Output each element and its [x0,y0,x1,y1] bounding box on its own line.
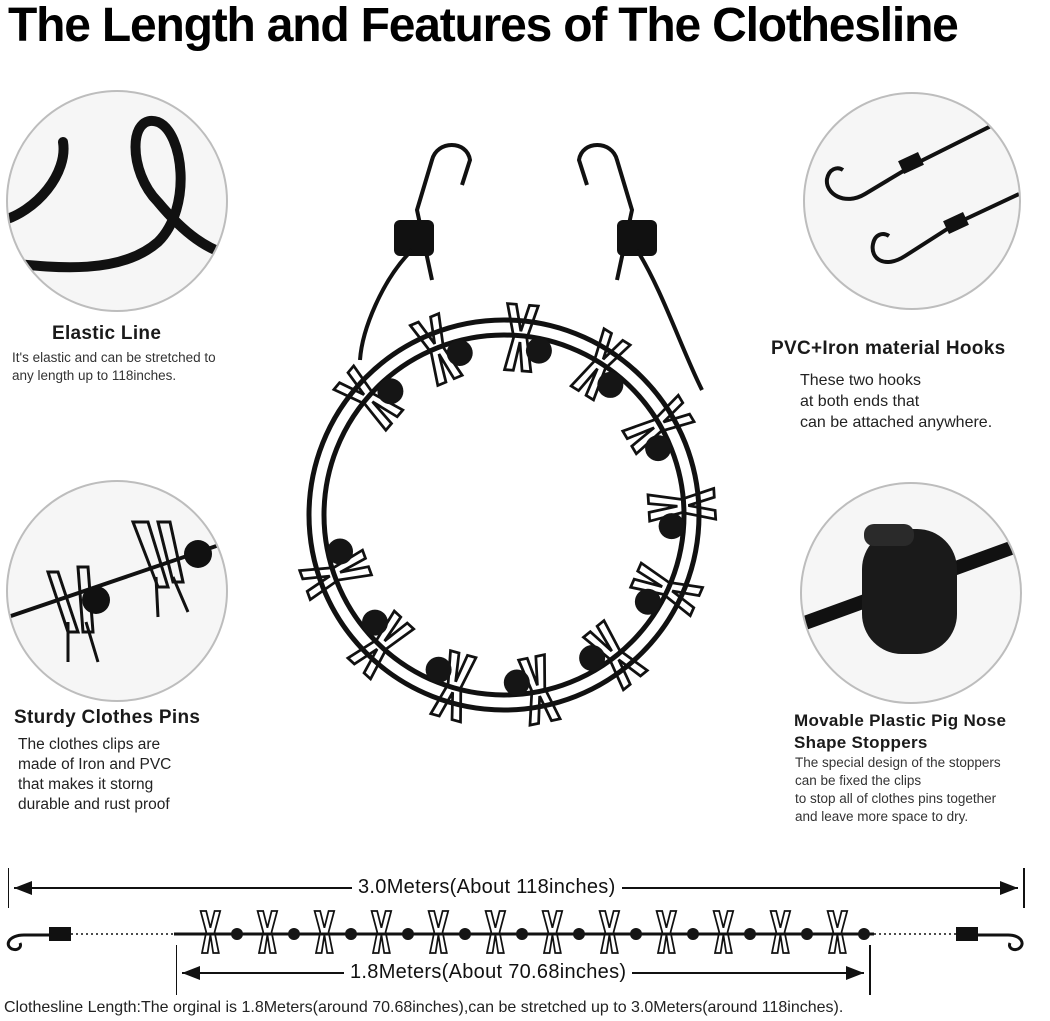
clothes-pin-icon [541,910,564,954]
hooks-photo [803,92,1021,310]
clothes-pins-heading: Sturdy Clothes Pins [14,707,201,728]
hooks-description: These two hooks at both ends that can be… [800,372,993,431]
stopper-icon [802,524,1020,654]
clothes-pin-icon [313,910,336,954]
hook-icon [824,112,1019,264]
stopper-icon [231,928,243,940]
elastic-cord-icon [8,115,226,273]
clothes-pins-photo [6,480,228,702]
stopper-icon [288,928,300,940]
clothes-pin-icon [370,910,393,954]
line-clips [199,910,870,954]
clothes-pin-icon [256,910,279,954]
clothes-pin-icon [712,910,735,954]
stopper-icon [503,669,530,696]
elastic-line-description: It's elastic and can be stretched to any… [12,350,216,383]
clothes-pins-description: The clothes clips are made of Iron and P… [18,736,172,813]
clothes-pin-icon [427,910,450,954]
elastic-line-photo [6,90,228,312]
stopper-icon [801,928,813,940]
clothes-pin-icon [769,910,792,954]
footer-note: Clothesline Length:The orginal is 1.8Met… [4,999,844,1016]
stretched-length-label: 3.0Meters(About 118inches) [352,876,622,899]
clothes-pin-icon [655,910,678,954]
clothes-pin-icon [199,910,222,954]
stopper-icon [744,928,756,940]
clothes-pin-icon [502,302,541,374]
clothes-pin-icon [628,560,705,618]
clothes-pin-icon [345,608,416,682]
stopper-icon [446,339,473,366]
clothes-pin-icon [484,910,507,954]
stopper-icon [645,435,672,462]
clothes-pin-icon [8,520,226,663]
stopper-icon [597,371,624,398]
stopper-icon [525,337,552,364]
clothes-pin-icon [620,393,697,456]
stopper-icon [361,609,388,636]
stopper-icon [327,538,354,565]
stopper-icon [516,928,528,940]
stopper-icon [573,928,585,940]
stopper-icon [579,645,606,672]
clothes-pin-icon [428,648,478,724]
clothes-pin-icon [646,486,718,523]
stopper-icon [459,928,471,940]
stopper-icon [402,928,414,940]
page-title: The Length and Features of The Clothesli… [8,0,959,52]
original-length-label: 1.8Meters(About 70.68inches) [344,961,633,984]
straight-clothesline-image [6,910,1024,954]
coil-clips [297,302,718,727]
coiled-clothesline-image [297,143,718,727]
stopper-icon [658,513,685,540]
clothes-pin-icon [331,363,405,433]
stopper-icon [425,656,452,683]
stopper-icon [377,378,404,405]
stopper-icon [634,588,661,615]
clothes-pin-icon [516,652,563,727]
clothes-pin-icon [408,311,465,388]
stopper-icon [345,928,357,940]
clothes-pin-icon [598,910,621,954]
stopper-icon [630,928,642,940]
stoppers-heading: Movable Plastic Pig Nose Shape Stoppers [794,711,1007,752]
stopper-icon [858,928,870,940]
elastic-line-heading: Elastic Line [52,323,162,344]
stopper-icon [687,928,699,940]
clothes-pin-icon [297,548,374,602]
clothes-pin-icon [826,910,849,954]
stoppers-description: The special design of the stoppers can b… [795,755,1001,824]
hooks-heading: PVC+Iron material Hooks [771,338,1006,359]
clothes-pin-icon [581,618,650,693]
clothes-pin-icon [568,326,633,402]
stoppers-photo [800,482,1022,704]
